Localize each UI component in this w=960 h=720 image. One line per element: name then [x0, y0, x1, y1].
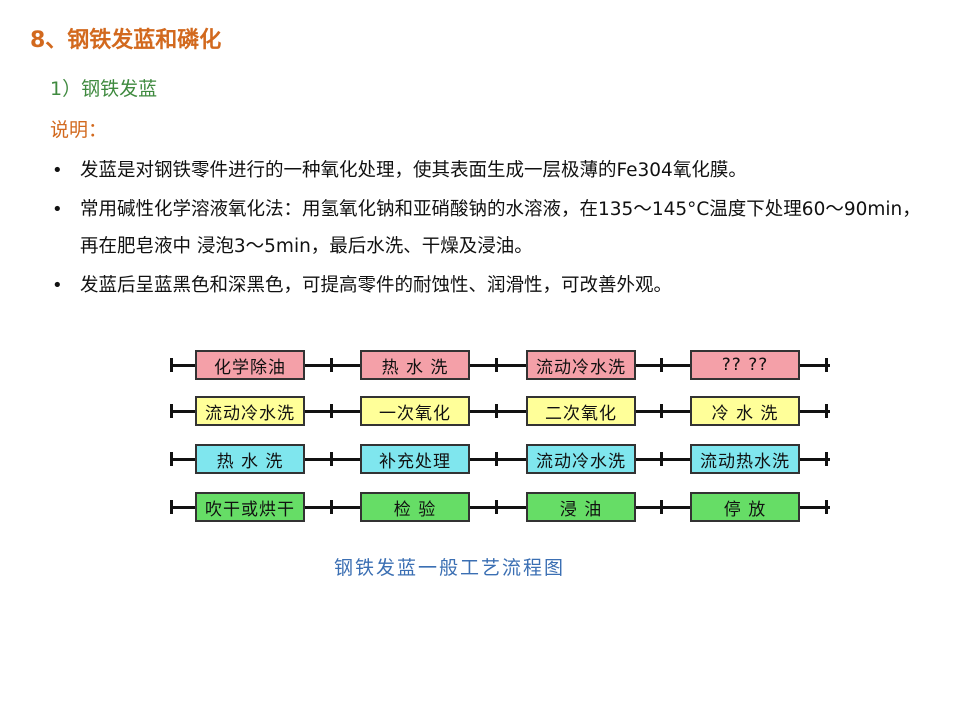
- section-heading: 1）钢铁发蓝: [50, 78, 158, 100]
- flow-step-box: 补充处理: [360, 444, 470, 474]
- bullet-dot: •: [52, 160, 63, 181]
- flow-step-box: 吹干或烘干: [195, 492, 305, 522]
- flow-arrow-tick: [825, 500, 828, 514]
- flow-arrow-tick: [495, 358, 498, 372]
- flow-arrow-tick: [825, 358, 828, 372]
- bullet-list: • 发蓝是对钢铁零件进行的一种氧化处理，使其表面生成一层极薄的Fe304氧化膜。…: [44, 152, 939, 306]
- flow-step-box: 流动热水洗: [690, 444, 800, 474]
- flow-arrow-tick: [660, 404, 663, 418]
- flow-step-box: 流动冷水洗: [526, 444, 636, 474]
- flow-step-box: 热 水 洗: [195, 444, 305, 474]
- bullet-dot: •: [52, 199, 63, 220]
- flow-arrow-tick: [330, 452, 333, 466]
- diagram-caption: 钢铁发蓝一般工艺流程图: [334, 557, 566, 579]
- bullet-item: • 发蓝后呈蓝黑色和深黑色，可提高零件的耐蚀性、润滑性，可改善外观。: [44, 267, 939, 304]
- flow-arrow-tick: [825, 452, 828, 466]
- flow-step-box: 检 验: [360, 492, 470, 522]
- flow-step-box: ?? ??: [690, 350, 800, 380]
- flow-arrow-tick: [330, 404, 333, 418]
- flow-connector-line: [170, 364, 830, 367]
- flow-arrow-tick: [495, 500, 498, 514]
- flow-arrow-tick: [170, 358, 173, 372]
- flow-arrow-tick: [495, 452, 498, 466]
- flow-arrow-tick: [660, 500, 663, 514]
- note-label: 说明：: [50, 119, 108, 141]
- flow-arrow-tick: [825, 404, 828, 418]
- flow-step-box: 二次氧化: [526, 396, 636, 426]
- flow-step-box: 化学除油: [195, 350, 305, 380]
- flow-step-box: 停 放: [690, 492, 800, 522]
- flow-arrow-tick: [170, 500, 173, 514]
- flow-arrow-tick: [330, 500, 333, 514]
- flow-arrow-tick: [170, 404, 173, 418]
- flow-step-box: 一次氧化: [360, 396, 470, 426]
- bullet-item: • 发蓝是对钢铁零件进行的一种氧化处理，使其表面生成一层极薄的Fe304氧化膜。: [44, 152, 939, 189]
- flow-connector-line: [170, 410, 830, 413]
- flow-arrow-tick: [330, 358, 333, 372]
- flow-connector-line: [170, 506, 830, 509]
- bullet-text: 发蓝是对钢铁零件进行的一种氧化处理，使其表面生成一层极薄的Fe304氧化膜。: [80, 160, 747, 181]
- process-flow-diagram: 化学除油热 水 洗流动冷水洗?? ??流动冷水洗一次氧化二次氧化冷 水 洗热 水…: [170, 346, 830, 526]
- flow-step-box: 热 水 洗: [360, 350, 470, 380]
- flow-step-box: 浸 油: [526, 492, 636, 522]
- flow-step-box: 流动冷水洗: [526, 350, 636, 380]
- flow-arrow-tick: [660, 358, 663, 372]
- flow-connector-line: [170, 458, 830, 461]
- flow-arrow-tick: [660, 452, 663, 466]
- bullet-text: 发蓝后呈蓝黑色和深黑色，可提高零件的耐蚀性、润滑性，可改善外观。: [80, 275, 673, 296]
- bullet-text: 常用碱性化学溶液氧化法：用氢氧化钠和亚硝酸钠的水溶液，在135～145°C温度下…: [80, 199, 921, 257]
- flow-arrow-tick: [170, 452, 173, 466]
- flow-step-box: 冷 水 洗: [690, 396, 800, 426]
- flow-step-box: 流动冷水洗: [195, 396, 305, 426]
- bullet-item: • 常用碱性化学溶液氧化法：用氢氧化钠和亚硝酸钠的水溶液，在135～145°C温…: [44, 191, 939, 265]
- page-title: 8、钢铁发蓝和磷化: [30, 28, 222, 53]
- flow-arrow-tick: [495, 404, 498, 418]
- bullet-dot: •: [52, 275, 63, 296]
